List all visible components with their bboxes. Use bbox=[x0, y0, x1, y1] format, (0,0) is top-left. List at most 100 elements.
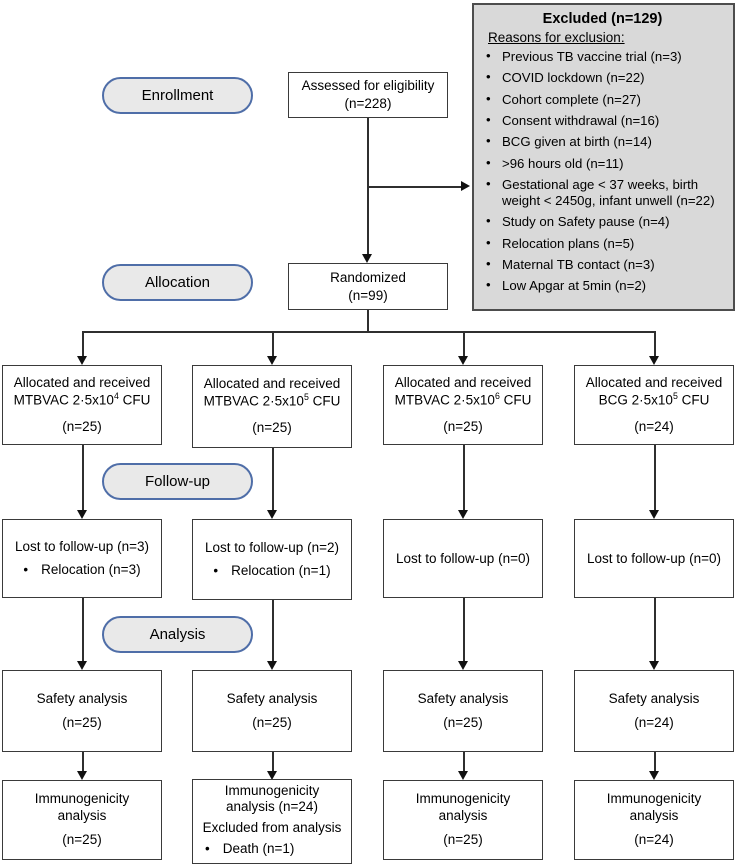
immuno-box-col1: Immunogenicity analysis (n=25) bbox=[2, 780, 162, 860]
excluded-reason: BCG given at birth (n=14) bbox=[484, 133, 725, 150]
allocated-dose: MTBVAC 2·5x104 CFU bbox=[13, 390, 151, 408]
excluded-title: Excluded (n=129) bbox=[542, 11, 663, 27]
safety-n: (n=25) bbox=[62, 715, 102, 730]
immuno-n: (n=24) bbox=[634, 832, 674, 848]
connector-col2-lost bbox=[272, 445, 274, 510]
dose-exponent: 5 bbox=[303, 392, 309, 403]
immuno-line1: Immunogenicity bbox=[34, 791, 130, 807]
bullet-icon: • bbox=[205, 841, 210, 857]
excluded-reason: Consent withdrawal (n=16) bbox=[484, 112, 725, 129]
allocated-n: (n=25) bbox=[62, 418, 102, 434]
immuno-line2: analysis bbox=[57, 807, 107, 823]
dose-exponent: 4 bbox=[113, 390, 119, 401]
allocated-line1: Allocated and received bbox=[585, 374, 723, 390]
arrowhead-down-icon bbox=[77, 661, 87, 670]
dose-exponent: 5 bbox=[672, 390, 678, 401]
lost-box-col1: Lost to follow-up (n=3) • Relocation (n=… bbox=[2, 519, 162, 598]
connector-to-excluded bbox=[367, 186, 461, 188]
stage-pill-analysis: Analysis bbox=[102, 616, 253, 653]
safety-title: Safety analysis bbox=[36, 691, 128, 707]
arrowhead-down-icon bbox=[362, 254, 372, 263]
immuno-line1: Immunogenicity bbox=[606, 791, 702, 807]
arrowhead-down-icon bbox=[458, 356, 468, 365]
safety-title: Safety analysis bbox=[226, 691, 318, 707]
stage-label-followup: Follow-up bbox=[144, 473, 211, 490]
arrowhead-down-icon bbox=[458, 661, 468, 670]
allocated-n: (n=24) bbox=[634, 418, 674, 434]
excluded-subtitle: Reasons for exclusion: bbox=[488, 30, 625, 45]
immuno-line2: analysis (n=24) bbox=[226, 799, 318, 815]
excluded-reason: COVID lockdown (n=22) bbox=[484, 69, 725, 86]
immuno-line2: analysis bbox=[629, 807, 679, 823]
excluded-box: Excluded (n=129) Reasons for exclusion: … bbox=[472, 3, 735, 311]
arrowhead-down-icon bbox=[649, 356, 659, 365]
connector-col1-immuno bbox=[82, 752, 84, 771]
lost-title: Lost to follow-up (n=0) bbox=[396, 550, 530, 566]
allocated-box-col1: Allocated and received MTBVAC 2·5x104 CF… bbox=[2, 365, 162, 445]
arrowhead-down-icon bbox=[267, 771, 277, 780]
connector-col3-safety bbox=[463, 598, 465, 661]
arrowhead-down-icon bbox=[267, 661, 277, 670]
safety-box-col2: Safety analysis (n=25) bbox=[192, 670, 352, 752]
excluded-reason: Gestational age < 37 weeks, birth weight… bbox=[484, 176, 725, 209]
stage-label-enrollment: Enrollment bbox=[141, 87, 214, 104]
arrowhead-down-icon bbox=[77, 771, 87, 780]
allocated-line1: Allocated and received bbox=[13, 374, 151, 390]
randomized-box: Randomized (n=99) bbox=[288, 263, 448, 310]
arrowhead-right-icon bbox=[461, 181, 470, 191]
excluded-reason: Relocation plans (n=5) bbox=[484, 235, 725, 252]
safety-title: Safety analysis bbox=[608, 691, 700, 707]
safety-box-col1: Safety analysis (n=25) bbox=[2, 670, 162, 752]
connector-col4-lost bbox=[654, 445, 656, 510]
connector-drop-col1 bbox=[82, 331, 84, 356]
connector-randomized-split bbox=[367, 310, 369, 331]
lost-title: Lost to follow-up (n=3) bbox=[15, 539, 149, 555]
allocated-dose: BCG 2·5x105 CFU bbox=[598, 390, 710, 408]
excluded-reason: Study on Safety pause (n=4) bbox=[484, 213, 725, 230]
lost-title: Lost to follow-up (n=2) bbox=[205, 540, 339, 556]
allocated-box-col4: Allocated and received BCG 2·5x105 CFU (… bbox=[574, 365, 734, 445]
randomized-n: (n=99) bbox=[348, 287, 388, 303]
allocated-box-col2: Allocated and received MTBVAC 2·5x105 CF… bbox=[192, 365, 352, 448]
lost-box-col4: Lost to follow-up (n=0) bbox=[574, 519, 734, 598]
safety-n: (n=25) bbox=[443, 715, 483, 730]
connector-col4-immuno bbox=[654, 752, 656, 771]
allocated-box-col3: Allocated and received MTBVAC 2·5x106 CF… bbox=[383, 365, 543, 445]
arrowhead-down-icon bbox=[267, 356, 277, 365]
connector-col3-immuno bbox=[463, 752, 465, 771]
excluded-reason: Previous TB vaccine trial (n=3) bbox=[484, 48, 725, 65]
connector-drop-col4 bbox=[654, 331, 656, 356]
lost-box-col3: Lost to follow-up (n=0) bbox=[383, 519, 543, 598]
allocated-dose: MTBVAC 2·5x106 CFU bbox=[394, 390, 532, 408]
arrowhead-down-icon bbox=[649, 771, 659, 780]
immuno-n: (n=25) bbox=[443, 832, 483, 848]
connector-col4-safety bbox=[654, 598, 656, 661]
safety-n: (n=25) bbox=[252, 715, 292, 730]
safety-n: (n=24) bbox=[634, 715, 674, 730]
immuno-line1: Immunogenicity bbox=[224, 783, 320, 798]
connector-col3-lost bbox=[463, 445, 465, 510]
excluded-reasons-list: Previous TB vaccine trial (n=3) COVID lo… bbox=[480, 48, 725, 294]
immuno-box-col4: Immunogenicity analysis (n=24) bbox=[574, 780, 734, 860]
arrowhead-down-icon bbox=[458, 771, 468, 780]
immuno-excluded-detail: • Death (n=1) bbox=[197, 840, 347, 858]
immuno-excluded-line: Excluded from analysis bbox=[202, 819, 342, 835]
immuno-excluded-text: Death (n=1) bbox=[222, 841, 295, 857]
excluded-reason: Cohort complete (n=27) bbox=[484, 91, 725, 108]
connector-split-horizontal bbox=[82, 331, 655, 333]
arrowhead-down-icon bbox=[267, 510, 277, 519]
arrowhead-down-icon bbox=[649, 510, 659, 519]
connector-col1-safety bbox=[82, 598, 84, 661]
stage-label-allocation: Allocation bbox=[144, 274, 211, 291]
allocated-dose: MTBVAC 2·5x105 CFU bbox=[203, 392, 341, 409]
lost-detail-text: Relocation (n=3) bbox=[41, 562, 141, 577]
bullet-icon: • bbox=[23, 562, 29, 577]
lost-detail: • Relocation (n=3) bbox=[23, 561, 140, 579]
allocated-line1: Allocated and received bbox=[394, 374, 532, 390]
stage-pill-allocation: Allocation bbox=[102, 264, 253, 301]
lost-title: Lost to follow-up (n=0) bbox=[587, 550, 721, 566]
lost-box-col2: Lost to follow-up (n=2) • Relocation (n=… bbox=[192, 519, 352, 600]
arrowhead-down-icon bbox=[649, 661, 659, 670]
assessed-n: (n=228) bbox=[344, 96, 392, 111]
